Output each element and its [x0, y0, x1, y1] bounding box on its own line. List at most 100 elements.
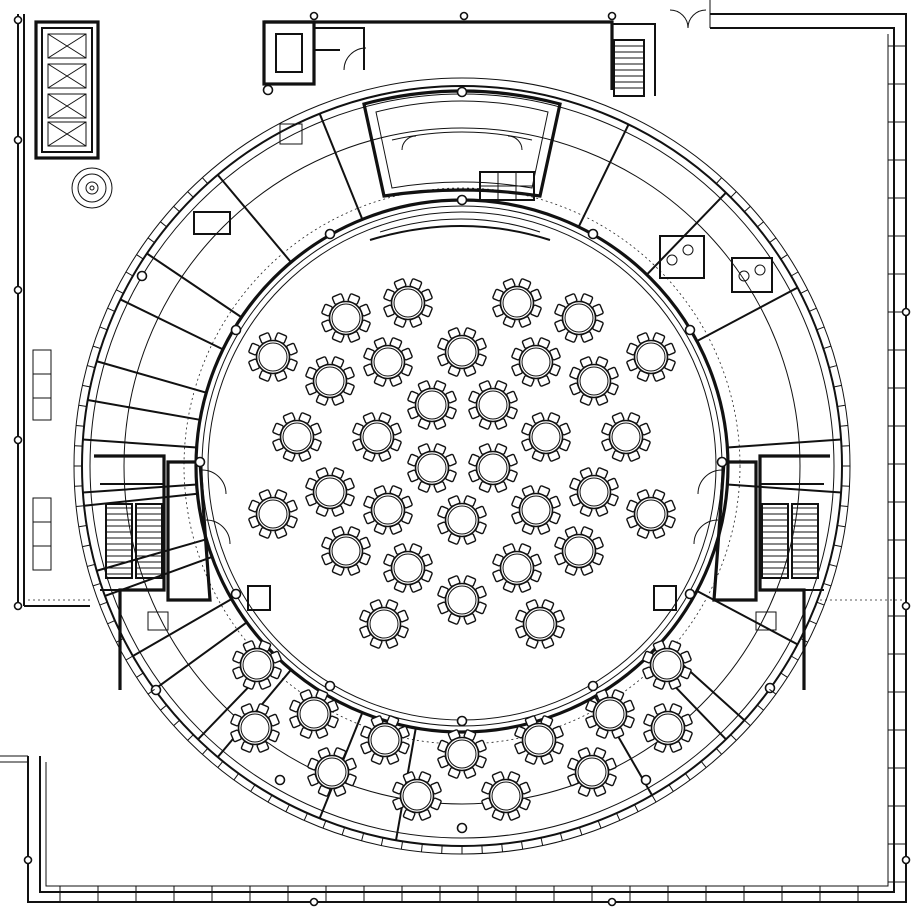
elevator-car [47, 33, 87, 59]
round-table-icon [392, 771, 442, 821]
table-edge [370, 725, 400, 755]
column-icon [607, 11, 617, 21]
table-top [528, 419, 564, 455]
tick-mark [828, 365, 837, 369]
tick-mark [837, 524, 846, 528]
table-edge [531, 422, 561, 452]
tick-mark [823, 582, 832, 587]
table-top [370, 344, 406, 380]
round-table-icon [626, 332, 676, 382]
round-table-icon [492, 543, 542, 593]
tick-mark [730, 191, 737, 198]
tick-mark [78, 404, 87, 408]
column-icon [309, 11, 319, 21]
partition-wall [153, 621, 248, 691]
table-edge [636, 499, 666, 529]
round-table-icon [232, 640, 282, 690]
round-table-icon [492, 278, 542, 328]
column-icon [23, 855, 33, 865]
round-table-icon [305, 356, 355, 406]
column-icon [607, 897, 617, 907]
table-edge [417, 390, 447, 420]
table-edge [636, 342, 666, 372]
table-edge [393, 553, 423, 583]
elevator-x [47, 121, 87, 147]
table-edge [652, 650, 682, 680]
table-top [518, 492, 554, 528]
column-icon [901, 855, 911, 865]
table-top [521, 722, 557, 758]
partition-wall [216, 174, 292, 263]
tick-mark [651, 794, 657, 803]
tick-mark [82, 384, 91, 388]
column-icon [587, 228, 599, 240]
ne-stair-wall [612, 23, 656, 96]
table-top [312, 363, 348, 399]
tick-mark [99, 601, 108, 606]
tick-mark [76, 424, 85, 427]
tick-mark [790, 271, 799, 277]
column-icon [764, 682, 776, 694]
elevator-x [47, 33, 87, 59]
partition-wall [82, 438, 197, 449]
tick-mark [92, 582, 101, 587]
tick-mark [715, 748, 722, 755]
round-table-icon [248, 332, 298, 382]
table-top [522, 606, 558, 642]
west-exterior-wall [17, 14, 25, 606]
round-table-icon [437, 729, 487, 779]
round-table-icon [363, 337, 413, 387]
west-cabinets [32, 349, 52, 571]
round-table-icon [289, 689, 339, 739]
north-shaft [262, 20, 316, 86]
column-icon [262, 84, 274, 96]
table-top [499, 285, 535, 321]
elevator-car [47, 93, 87, 119]
tick-mark [715, 177, 722, 184]
round-table-icon [230, 703, 280, 753]
table-edge [524, 725, 554, 755]
tick-mark [400, 841, 404, 850]
tick-mark [361, 832, 365, 841]
table-top [561, 533, 597, 569]
partition-wall [318, 113, 364, 220]
table-top [414, 387, 450, 423]
tick-mark [780, 672, 788, 678]
table-edge [315, 366, 345, 396]
elevator-x [47, 63, 87, 89]
column-icon [716, 456, 728, 468]
table-edge [317, 757, 347, 787]
tick-mark [250, 784, 256, 792]
table-top [574, 754, 610, 790]
table-top [649, 647, 685, 683]
tick-mark [816, 326, 825, 331]
partition-wall [146, 252, 243, 319]
tick-mark [730, 734, 737, 741]
round-table-icon [481, 771, 531, 821]
round-table-icon [569, 467, 619, 517]
tick-mark [823, 345, 832, 350]
tick-mark [303, 812, 308, 821]
table-edge [521, 347, 551, 377]
tick-mark [136, 672, 144, 678]
kitchen-fixtures [193, 123, 773, 293]
partition-wall [82, 483, 197, 494]
north-wall [264, 20, 614, 90]
tick-mark [285, 804, 290, 812]
stage-edge [369, 225, 551, 241]
partition-wall [727, 438, 842, 449]
table-edge [373, 347, 403, 377]
table-top [328, 300, 364, 336]
inner-curtain-wall [39, 27, 895, 893]
column-icon [194, 456, 206, 468]
round-table-icon [601, 412, 651, 462]
round-table-icon [554, 293, 604, 343]
table-top [390, 550, 426, 586]
tick-mark [668, 784, 674, 792]
round-table-icon [321, 293, 371, 343]
column-icon [640, 774, 652, 786]
table-edge [502, 553, 532, 583]
round-table-icon [642, 640, 692, 690]
table-edge [595, 699, 625, 729]
